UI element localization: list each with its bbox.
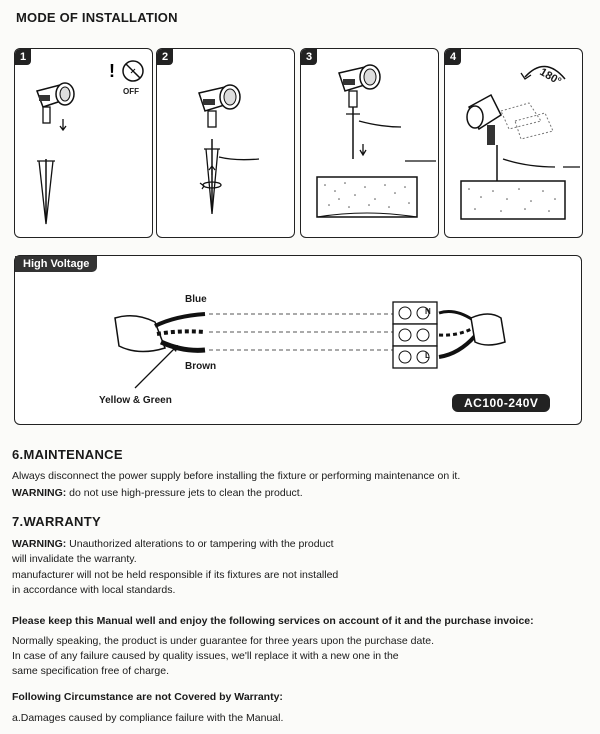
section-title-installation: MODE OF INSTALLATION bbox=[16, 10, 178, 25]
warranty-line-4: in accordance with local standards. bbox=[12, 584, 176, 596]
spotlight-rotate-illustration bbox=[460, 65, 580, 220]
step-number: 1 bbox=[15, 49, 31, 65]
warning-icon: ! bbox=[109, 60, 144, 82]
warranty-heading: 7.WARRANTY bbox=[12, 514, 101, 529]
terminal-label-l: L bbox=[425, 351, 430, 360]
warranty-warning-text: Unauthorized alterations to or tampering… bbox=[66, 538, 334, 550]
warranty-line-2: will invalidate the warranty. bbox=[12, 553, 137, 565]
maintenance-line-1: Always disconnect the power supply befor… bbox=[12, 470, 461, 482]
high-voltage-tab: High Voltage bbox=[15, 256, 98, 272]
services-line-1: Normally speaking, the product is under … bbox=[12, 635, 435, 647]
install-step-panel-4: 4 180° bbox=[444, 48, 583, 238]
spotlight-ground-illustration bbox=[316, 64, 436, 218]
high-voltage-wiring-diagram: High Voltage Blue Brown Yellow & Green N… bbox=[14, 255, 582, 425]
services-line-3: same specification free of charge. bbox=[12, 665, 169, 677]
step-number: 2 bbox=[157, 49, 173, 65]
maintenance-heading: 6.MAINTENANCE bbox=[12, 447, 123, 462]
wire-label-blue: Blue bbox=[185, 294, 207, 305]
warranty-line-3: manufacturer will not be held responsibl… bbox=[12, 569, 339, 581]
install-step-panel-2: 2 bbox=[156, 48, 295, 238]
wiring-illustration bbox=[114, 301, 506, 389]
spotlight-illustration bbox=[36, 82, 75, 225]
warranty-warning: WARNING: Unauthorized alterations to or … bbox=[12, 537, 334, 552]
exclusions-heading: Following Circumstance are not Covered b… bbox=[12, 691, 283, 703]
maintenance-warning-text: do not use high-pressure jets to clean t… bbox=[66, 487, 303, 499]
maintenance-warning: WARNING: do not use high-pressure jets t… bbox=[12, 486, 303, 501]
step-number: 4 bbox=[445, 49, 461, 65]
wire-label-yellow-green: Yellow & Green bbox=[99, 395, 172, 406]
maintenance-warning-label: WARNING: bbox=[12, 487, 67, 499]
wire-label-brown: Brown bbox=[185, 361, 217, 372]
spotlight-attach-illustration bbox=[198, 84, 260, 215]
power-off-label: OFF bbox=[123, 87, 139, 96]
step-number: 3 bbox=[301, 49, 317, 65]
exclusions-item-a: a.Damages caused by compliance failure w… bbox=[12, 712, 284, 724]
services-line-2: In case of any failure caused by quality… bbox=[12, 650, 399, 662]
svg-text:!: ! bbox=[109, 61, 115, 81]
install-step-panel-1: 1 ! OFF bbox=[14, 48, 153, 238]
warranty-warning-label: WARNING: bbox=[12, 538, 67, 550]
terminal-label-n: N bbox=[425, 307, 431, 316]
voltage-badge: AC100-240V bbox=[452, 394, 551, 412]
services-heading: Please keep this Manual well and enjoy t… bbox=[12, 615, 534, 627]
install-step-panel-3: 3 bbox=[300, 48, 439, 238]
